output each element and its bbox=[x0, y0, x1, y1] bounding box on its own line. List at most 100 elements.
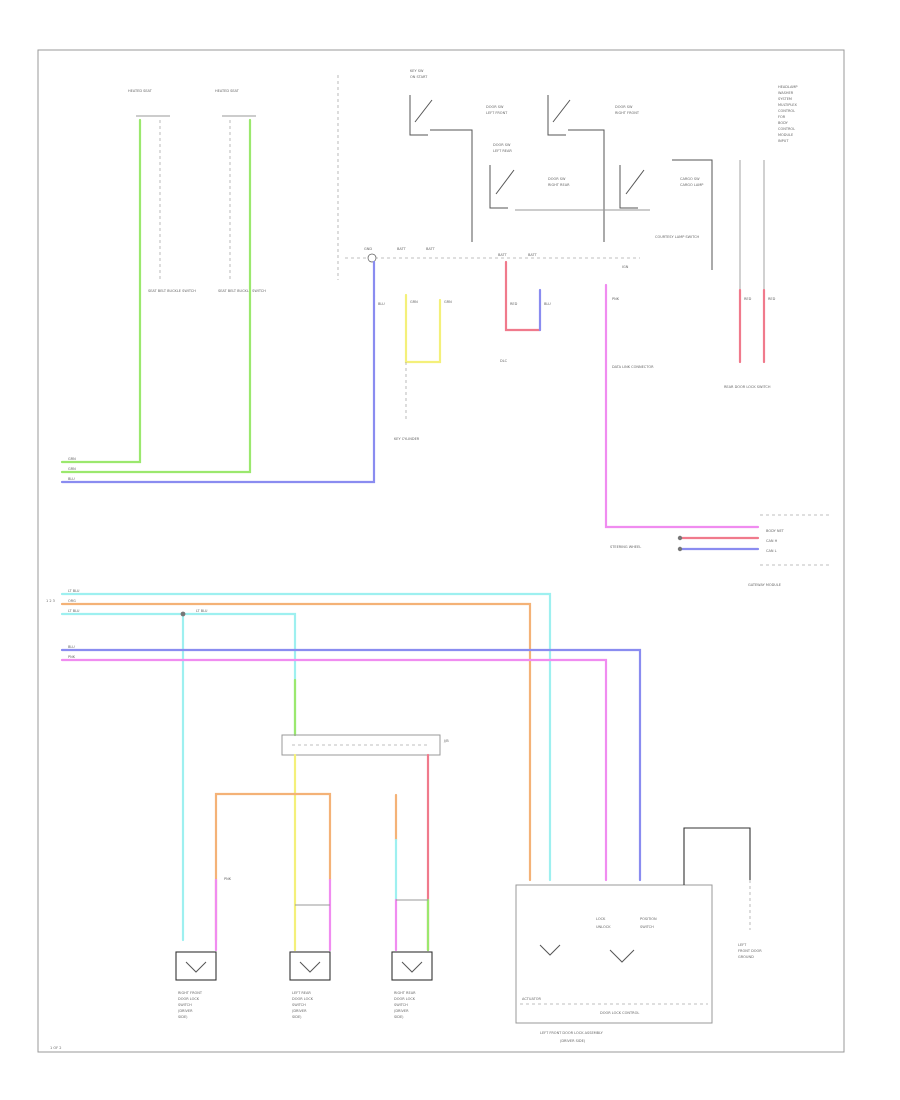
lightblue-splice bbox=[180, 611, 186, 617]
door-lock-assembly-body bbox=[515, 884, 713, 1024]
heated-seat-connector-b-label: HEATED SEAT bbox=[215, 89, 240, 93]
rear-door-lock-switch-label: REAR DOOR LOCK SWITCH bbox=[724, 385, 771, 389]
wire-label-lb1: LT BLU bbox=[68, 589, 80, 593]
side-note-3: MULTIPLEX bbox=[778, 103, 797, 107]
motor3-label-1: DOOR LOCK bbox=[394, 997, 416, 1001]
side-note-5: FOR bbox=[778, 115, 786, 119]
pink-wire-dlc bbox=[604, 283, 760, 529]
wire-label-or1: ORG bbox=[68, 599, 76, 603]
inner-label-2: POSITION bbox=[640, 917, 657, 921]
door-lock-control-label: DOOR LOCK CONTROL bbox=[600, 1011, 639, 1015]
motor3-symbol bbox=[401, 961, 423, 973]
motor-left-rear: LEFT REAR DOOR LOCK SWITCH (DRIVER SIDE) bbox=[289, 951, 331, 1019]
wire-c8-label: RED bbox=[768, 297, 776, 301]
wire-label-pk1: PNK bbox=[68, 655, 76, 659]
seat-sensor-group: HEATED SEAT HEATED SEAT SEAT BELT BUCKLE… bbox=[128, 89, 266, 293]
diagram-frame bbox=[37, 49, 845, 1053]
motor1-label-3: (DRIVER bbox=[178, 1009, 193, 1013]
page-reference: 1 OF 2 bbox=[50, 1046, 61, 1050]
switch5-label: DOOR SW bbox=[548, 177, 566, 181]
junction-block: J/B bbox=[281, 734, 449, 756]
upper-mid-wires: BLU GRN GRN KEY CYLINDER RED BLU DLC PNK… bbox=[372, 260, 776, 441]
wire-label-g1: GRN bbox=[68, 457, 76, 461]
actuator-label: ACTUATOR bbox=[522, 997, 541, 1001]
side-note-8: MODULE bbox=[778, 133, 793, 137]
switch2-sublabel: LEFT FRONT bbox=[486, 111, 508, 115]
pink-run-2 bbox=[60, 658, 608, 882]
sensor-b-label: SEAT BELT BUCKLE SWITCH bbox=[218, 289, 266, 293]
motor2-label-2: SWITCH bbox=[292, 1003, 306, 1007]
key-switch-line bbox=[430, 129, 473, 242]
courtesy-lamp-label: COURTESY LAMP SWITCH bbox=[655, 235, 700, 239]
switch4-label: DOOR SW bbox=[493, 143, 511, 147]
motor1-symbol bbox=[185, 961, 207, 973]
ground-point: LEFT FRONT DOOR GROUND bbox=[683, 827, 762, 959]
bus-label-0: GND bbox=[364, 247, 372, 251]
motor3-label-4: SIDE) bbox=[394, 1015, 404, 1019]
bus-terminal-0 bbox=[367, 253, 377, 263]
wire-c7-label: RED bbox=[744, 297, 752, 301]
side-note-2: SYSTEM bbox=[778, 97, 792, 101]
side-note-1: WASHER bbox=[778, 91, 794, 95]
blue-run-2 bbox=[60, 648, 642, 882]
switch2-label: DOOR SW bbox=[486, 105, 504, 109]
heated-seat-connector-a-label: HEATED SEAT bbox=[128, 89, 153, 93]
inner-label-1: UNLOCK bbox=[596, 925, 611, 929]
motor1-label-2: SWITCH bbox=[178, 1003, 192, 1007]
wire-c5-label: BLU bbox=[544, 302, 551, 306]
motor2-label-4: SIDE) bbox=[292, 1015, 302, 1019]
wire-c4-label: RED bbox=[510, 302, 518, 306]
wire-label-b1: BLU bbox=[68, 477, 75, 481]
junction-label: J/B bbox=[443, 739, 449, 743]
wire-label-lb2: LT BLU bbox=[68, 609, 80, 613]
motor1-label-4: SIDE) bbox=[178, 1015, 188, 1019]
motor1-label-0: RIGHT FRONT bbox=[178, 991, 203, 995]
side-note-7: CONTROL bbox=[778, 127, 795, 131]
key-switch-symbol bbox=[409, 95, 433, 136]
switch6-sublabel: CARGO LAMP bbox=[680, 183, 703, 187]
side-note-0: HEADLAMP bbox=[778, 85, 798, 89]
motor3-body bbox=[391, 951, 433, 981]
dlc-title: DATA LINK CONNECTOR bbox=[612, 365, 654, 369]
ground-label-1: FRONT DOOR bbox=[738, 949, 762, 953]
bus-label-1: BATT bbox=[397, 247, 407, 251]
dlc-node-a bbox=[677, 535, 683, 541]
assembly-label: LEFT FRONT DOOR LOCK ASSEMBLY bbox=[540, 1031, 604, 1035]
left-ref-label: 1 2 3 bbox=[46, 599, 55, 603]
bus-label-5: IGN bbox=[622, 265, 629, 269]
side-note: HEADLAMP WASHER SYSTEM MULTIPLEX CONTROL… bbox=[739, 85, 798, 290]
ground-label-0: LEFT bbox=[738, 943, 747, 947]
motor2-body bbox=[289, 951, 331, 981]
wire-label-pk2: PNK bbox=[224, 877, 232, 881]
sensor-a-label: SEAT BELT BUCKLE SWITCH bbox=[148, 289, 196, 293]
wire-yellow-loop bbox=[404, 293, 442, 364]
inner-label-3: SWITCH bbox=[640, 925, 654, 929]
door-switch-line-lf bbox=[568, 129, 605, 242]
dlc-node-b bbox=[677, 546, 683, 552]
motor-right-rear: RIGHT REAR DOOR LOCK SWITCH (DRIVER SIDE… bbox=[391, 951, 433, 1019]
switch3-label: DOOR SW bbox=[615, 105, 633, 109]
wire-label-bl2: BLU bbox=[68, 645, 75, 649]
switch6-label: CARGO SW bbox=[680, 177, 700, 181]
switch3-sublabel: RIGHT FRONT bbox=[615, 111, 640, 115]
orange-branch bbox=[214, 792, 332, 942]
assembly-sublabel: (DRIVER SIDE) bbox=[560, 1039, 586, 1043]
switch4-sublabel: LEFT REAR bbox=[493, 149, 512, 153]
motor3-label-3: (DRIVER bbox=[394, 1009, 409, 1013]
door-switch-symbol-lf bbox=[547, 95, 571, 136]
wire-c3-label: GRN bbox=[444, 300, 452, 304]
side-note-4: CONTROL bbox=[778, 109, 795, 113]
position-switch-symbol bbox=[609, 949, 635, 963]
wire-c2-label: GRN bbox=[410, 300, 418, 304]
orange-run-1 bbox=[60, 602, 532, 882]
bus-label-2: BATT bbox=[426, 247, 436, 251]
wire-label-g2: GRN bbox=[68, 467, 76, 471]
lightblue-run-1 bbox=[60, 592, 552, 882]
wire-red-c4 bbox=[504, 260, 542, 332]
dlc-line1: BODY NET bbox=[766, 529, 785, 533]
switch-block: KEY SW ON START DOOR SW LEFT FRONT DOOR … bbox=[409, 69, 713, 270]
motor1-body bbox=[175, 951, 217, 981]
junction-block-body bbox=[281, 734, 441, 756]
motor2-symbol bbox=[299, 961, 321, 973]
